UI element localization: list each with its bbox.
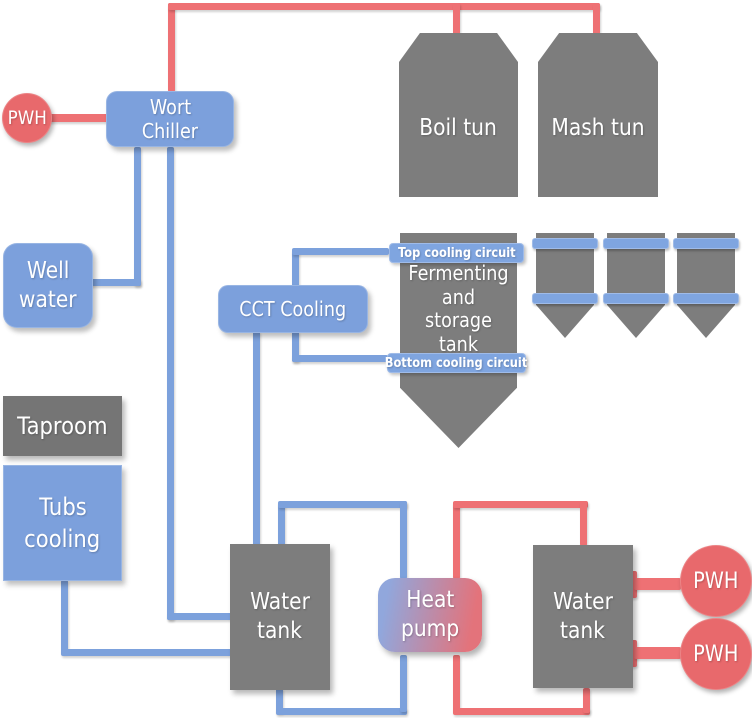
mash-tun: Mash tun (538, 33, 658, 197)
pipe-heatpump-watertank-top-h (453, 501, 588, 508)
pipe-chiller-top-v (168, 3, 175, 92)
mash-tun-label: Mash tun (551, 115, 645, 141)
pipe-heatpump-watertank-bottom-vl (453, 655, 460, 712)
pipe-cct-to-bottomband-h (292, 355, 388, 362)
water-tank-left-label-line2: tank (257, 618, 303, 644)
water-tank-left: Water tank (230, 544, 330, 690)
pipe-pwh-top-flange (629, 571, 637, 598)
pipe-heatpump-watertank-top-vl (453, 502, 460, 579)
pipe-watertank-heatpump-top-vr (400, 501, 407, 579)
pipe-pwh-top-h (634, 578, 681, 590)
pipe-cct-to-bottomband-v (292, 331, 299, 362)
fermenter-bottom-ring (532, 293, 598, 304)
top-cooling-circuit-band: Top cooling circuit (389, 243, 524, 263)
water-tank-right-label-line2: tank (560, 617, 606, 644)
pwh-right-top: PWH (680, 545, 752, 617)
fermenter-1 (532, 233, 598, 338)
water-tank-left-label-line1: Water (250, 589, 310, 616)
pipe-heatpump-watertank-bottom-h (453, 708, 590, 715)
pipe-chiller-to-wellwater-h (88, 279, 141, 286)
pipe-pwh-bottom-flange (629, 640, 637, 667)
cct-cooling: CCT Cooling (218, 285, 368, 333)
pipe-pwh-to-chiller-h (42, 114, 108, 122)
boil-tun: Boil tun (399, 33, 518, 197)
taproom: Taproom (3, 396, 122, 456)
fermenting-tank-label-line2: and (441, 284, 476, 309)
fermenter-top-ring (603, 238, 669, 249)
bottom-cooling-circuit-band: Bottom cooling circuit (385, 353, 528, 373)
pipe-watertank-heatpump-bottom-vr (400, 655, 407, 712)
wort-chiller-label-line2: Chiller (141, 119, 199, 143)
fermenter-bottom-ring (603, 293, 669, 304)
fermenter-2 (603, 233, 669, 338)
heat-pump: Heat pump (378, 578, 482, 652)
cct-cooling-label: CCT Cooling (239, 297, 347, 321)
fermenter-top-ring (673, 238, 739, 249)
pipe-drop-mashtun-v (593, 3, 600, 38)
pwh-left: PWH (2, 93, 52, 143)
heat-pump-label-line1: Heat (405, 587, 455, 614)
pipe-watertank-heatpump-top-vl (278, 502, 285, 546)
pwh-right-bottom: PWH (680, 618, 752, 690)
tubs-cooling-label-line2: cooling (24, 525, 101, 553)
wort-chiller-label-line1: Wort (149, 95, 191, 119)
pipe-tubs-to-watertank-v (61, 580, 68, 653)
fermenting-tank-label-line1: Fermenting (408, 261, 509, 285)
pipe-cct-to-topband-v (292, 250, 299, 287)
tubs-cooling: Tubs cooling (3, 465, 122, 581)
fermenting-tank-label-line3: storage (425, 308, 492, 332)
bottom-cooling-circuit-label: Bottom cooling circuit (385, 355, 528, 371)
water-tank-right-label-line1: Water (553, 588, 613, 615)
pipe-cct-to-topband-h (292, 248, 389, 255)
pipe-cct-to-watertank-v (253, 331, 260, 546)
pipe-top-header-h (168, 3, 600, 10)
well-water: Well water (3, 243, 93, 328)
pipe-heatpump-watertank-bottom-vr (583, 688, 590, 713)
fermenter-bottom-ring (673, 293, 739, 304)
fermenter-top-ring (532, 238, 598, 249)
pwh-left-label: PWH (7, 107, 47, 129)
pipe-tubs-to-watertank-h (61, 649, 232, 656)
pipe-pwh-bottom-h (634, 647, 681, 659)
pwh-right-bottom-label: PWH (693, 641, 739, 667)
pipe-drop-boiltun-v (453, 3, 460, 38)
pipe-chiller-to-watertank-v (167, 147, 174, 620)
wort-chiller: Wort Chiller (106, 91, 234, 147)
fermenting-tank-label: Fermenting and storage tank (400, 261, 517, 356)
pipe-watertank-heatpump-bottom-h (276, 708, 407, 715)
tubs-cooling-label-line1: Tubs (38, 492, 87, 521)
fermenting-tank-label-line4: tank (438, 331, 479, 356)
heat-pump-label-line2: pump (400, 616, 460, 642)
pwh-right-top-label: PWH (693, 568, 739, 594)
well-water-label-line1: Well (26, 257, 70, 284)
taproom-label: Taproom (17, 412, 108, 440)
pipe-watertank-heatpump-top-h (278, 501, 407, 508)
pipe-chiller-to-wellwater-v (134, 147, 141, 286)
well-water-label-line2: water (19, 286, 77, 313)
pipe-chiller-to-watertank-h (167, 613, 232, 620)
pipe-watertank-heatpump-bottom-vl (276, 688, 283, 713)
boil-tun-label: Boil tun (419, 115, 498, 141)
pipe-heatpump-watertank-top-vr (580, 501, 587, 546)
top-cooling-circuit-label: Top cooling circuit (397, 245, 516, 261)
fermenter-3 (673, 233, 739, 338)
water-tank-right: Water tank (533, 545, 633, 688)
